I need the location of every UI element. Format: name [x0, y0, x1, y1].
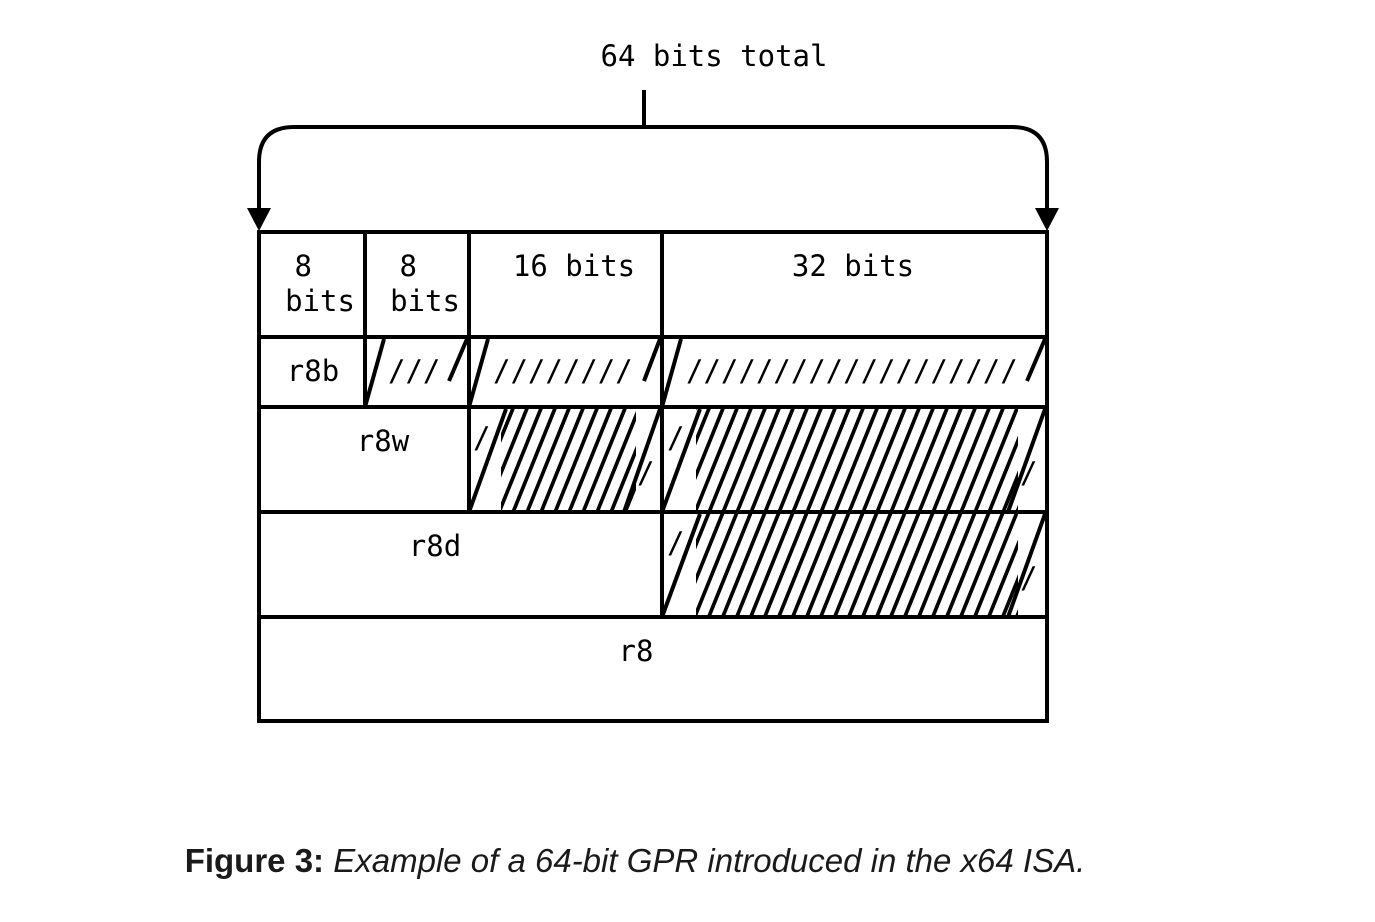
edge-slash: /: [667, 421, 684, 455]
register-grid: [257, 230, 1049, 723]
edge-slash: /: [473, 421, 490, 455]
r8w-unused-32-hatch: [662, 407, 1047, 512]
caption-text: Example of a 64-bit GPR introduced in th…: [333, 842, 1086, 879]
row-label-r8d: r8d: [409, 529, 461, 563]
r8b-hatch-byte1: ///: [388, 354, 440, 388]
r8d-unused-32-hatch: [662, 512, 1047, 617]
total-brace: [257, 90, 1049, 210]
header-16-bits-label: 16 bits: [513, 249, 635, 283]
header-byte1-label: 8 bits: [390, 249, 460, 318]
caption-label: Figure 3:: [184, 842, 325, 879]
left-arrow-head: [247, 208, 271, 231]
row-label-r8: r8: [619, 634, 654, 668]
edge-slash: /: [667, 526, 684, 560]
edge-slash: /: [1020, 456, 1037, 490]
figure-caption: Figure 3: Example of a 64-bit GPR introd…: [0, 842, 1270, 880]
total-bits-label: 64 bits total: [601, 39, 828, 73]
r8b-hatch-dword: ///////////////////: [686, 354, 1018, 388]
right-arrow-head: [1035, 208, 1059, 231]
row-label-r8w: r8w: [357, 424, 410, 458]
header-byte0-label: 8 bits: [285, 249, 355, 318]
edge-slash: /: [1020, 561, 1037, 595]
r8b-hatch-word: ////////: [493, 354, 633, 388]
diagonal-strokes: [363, 338, 1047, 618]
header-32-bits-label: 32 bits: [792, 249, 914, 283]
row-label-r8b: r8b: [287, 354, 339, 388]
edge-slash: /: [637, 456, 654, 490]
